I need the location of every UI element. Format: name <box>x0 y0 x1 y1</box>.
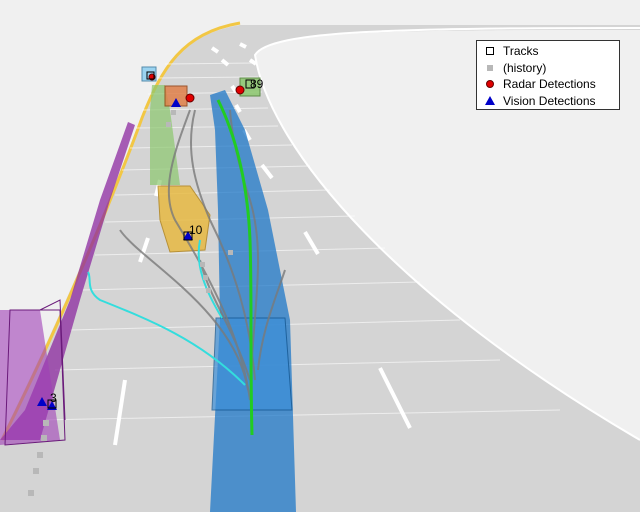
history-markers <box>28 110 233 496</box>
legend-label-vision: Vision Detections <box>503 93 596 108</box>
legend-item-tracks: Tracks <box>483 43 619 60</box>
legend-item-vision: Vision Detections <box>483 93 619 110</box>
legend-item-history: (history) <box>483 60 619 77</box>
track-markers <box>47 71 255 409</box>
legend-label-tracks: Tracks <box>503 44 539 59</box>
history-square-icon <box>483 61 497 75</box>
vision-triangle-icon <box>483 94 497 108</box>
legend: Tracks (history) Radar Detections Vision… <box>476 40 620 110</box>
track-square-icon <box>483 44 497 58</box>
path-cyan-2 <box>197 239 223 319</box>
road-edge-right <box>253 27 640 441</box>
legend-label-history: (history) <box>503 60 547 75</box>
off-road-area <box>255 30 640 440</box>
radar-dot-icon <box>483 77 497 91</box>
legend-label-radar: Radar Detections <box>503 77 596 92</box>
track-label-10: 10 <box>189 223 203 237</box>
ego-path-green <box>216 99 254 436</box>
path-cyan <box>87 271 246 386</box>
legend-item-radar: Radar Detections <box>483 76 619 93</box>
track-label-3: 3 <box>50 391 57 405</box>
lane-markings <box>113 42 412 446</box>
track-label-89: 89 <box>250 77 264 91</box>
track-yellow <box>157 185 211 253</box>
track-purple <box>0 122 135 446</box>
road-edge-left <box>0 21 241 441</box>
